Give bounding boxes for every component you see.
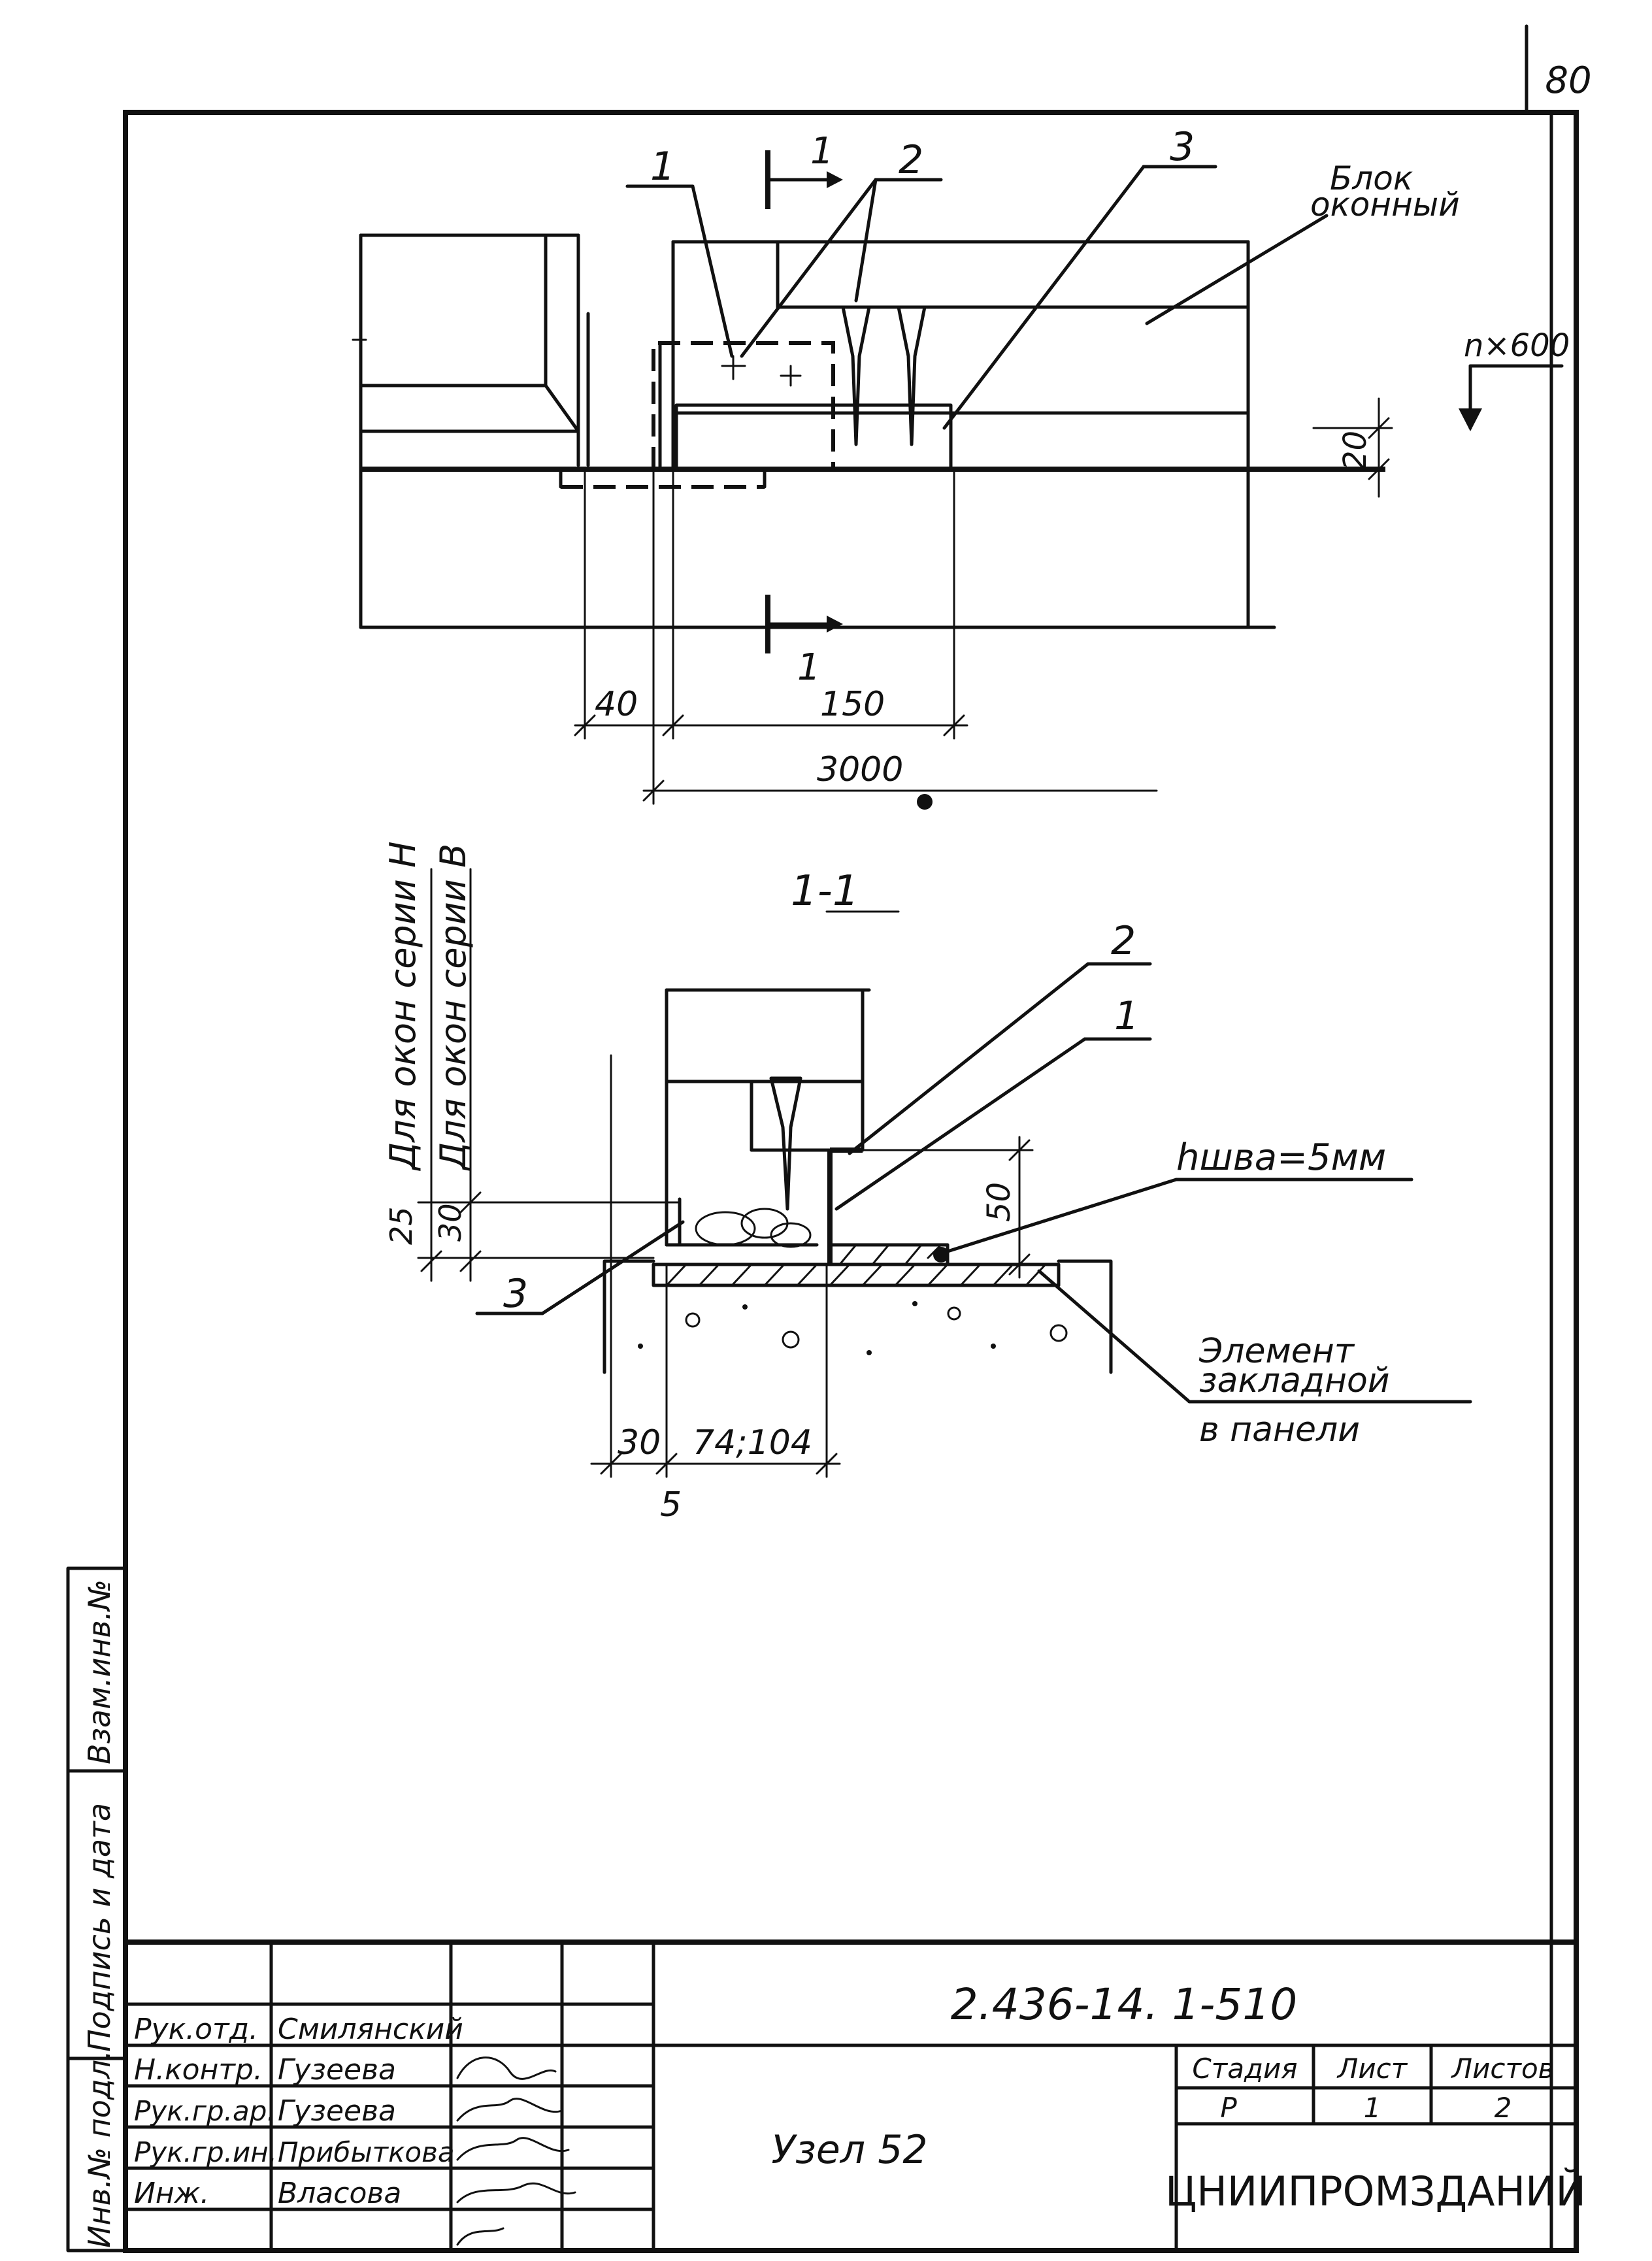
section-view	[417, 868, 1472, 1478]
drawing-title: Узел 52	[771, 2127, 927, 2173]
name-2: Гузеева	[278, 2053, 396, 2087]
embedded-label-2: закладной	[1199, 1361, 1390, 1400]
name-5: Власова	[278, 2177, 401, 2210]
plan-callout-2: 2	[899, 137, 923, 183]
plan-view	[352, 150, 1564, 810]
dim-74-104: 74;104	[693, 1423, 812, 1462]
note-series-v: Для окон серии В	[433, 844, 474, 1171]
value-sheet: 1	[1364, 2092, 1381, 2124]
header-sheets: Листов	[1451, 2053, 1555, 2085]
role-3: Рук.гр.ар.	[134, 2095, 276, 2127]
name-3: Гузеева	[278, 2094, 396, 2128]
plan-callout-1: 1	[650, 144, 675, 190]
dim-3000: 3000	[817, 750, 903, 789]
dim-30-vertical: 30	[433, 1203, 468, 1242]
page-number: 80	[1545, 59, 1591, 102]
sheet-frame	[123, 24, 1579, 2253]
drawing-code: 2.436-14. 1-510	[951, 1979, 1297, 2030]
header-sheet: Лист	[1336, 2053, 1408, 2085]
side-stamp	[66, 1566, 127, 2253]
window-block-label-1: Блок	[1330, 159, 1413, 197]
role-4: Рук.гр.ин.	[134, 2136, 277, 2168]
role-1: Рук.отд.	[134, 2013, 258, 2046]
organization-name: ЦНИИПРОМЗДАНИЙ	[1165, 2168, 1586, 2215]
section-callout-2: 2	[1111, 918, 1136, 964]
title-block	[124, 1939, 1578, 2253]
window-block-label-2: оконный	[1310, 186, 1460, 223]
section-mark-bottom: 1	[797, 646, 821, 689]
role-2: Н.контр.	[134, 2053, 263, 2087]
dim-5: 5	[660, 1485, 682, 1525]
side-label-signature: Подпись и дата	[82, 1803, 117, 2052]
name-1: Смилянский	[278, 2013, 463, 2046]
weld-label: hшва=5мм	[1176, 1136, 1386, 1179]
side-label-inv: Инв.№ подл.	[82, 2050, 117, 2248]
note-series-h: Для окон серии Н	[382, 841, 423, 1171]
dim-30: 30	[618, 1423, 661, 1462]
section-mark-top: 1	[810, 130, 834, 173]
spacing-label: n×600	[1464, 327, 1570, 364]
value-sheets: 2	[1495, 2092, 1512, 2124]
embedded-label-1: Элемент	[1198, 1332, 1355, 1371]
section-title: 1-1	[791, 867, 859, 916]
dim-25: 25	[384, 1206, 419, 1245]
value-stage: Р	[1220, 2092, 1237, 2124]
embedded-label-3: в панели	[1199, 1410, 1360, 1449]
dim-150: 150	[820, 685, 885, 724]
header-stage: Стадия	[1192, 2053, 1297, 2085]
name-4: Прибыткова	[278, 2136, 455, 2168]
dim-50: 50	[981, 1182, 1017, 1222]
section-callout-1: 1	[1114, 993, 1139, 1039]
dim-40: 40	[595, 685, 638, 724]
section-callout-3: 3	[503, 1271, 528, 1317]
plan-callout-3: 3	[1170, 124, 1195, 170]
role-5: Инж.	[134, 2177, 209, 2210]
side-label-replace: Взам.инв.№	[82, 1579, 117, 1764]
dim-20: 20	[1337, 431, 1374, 470]
